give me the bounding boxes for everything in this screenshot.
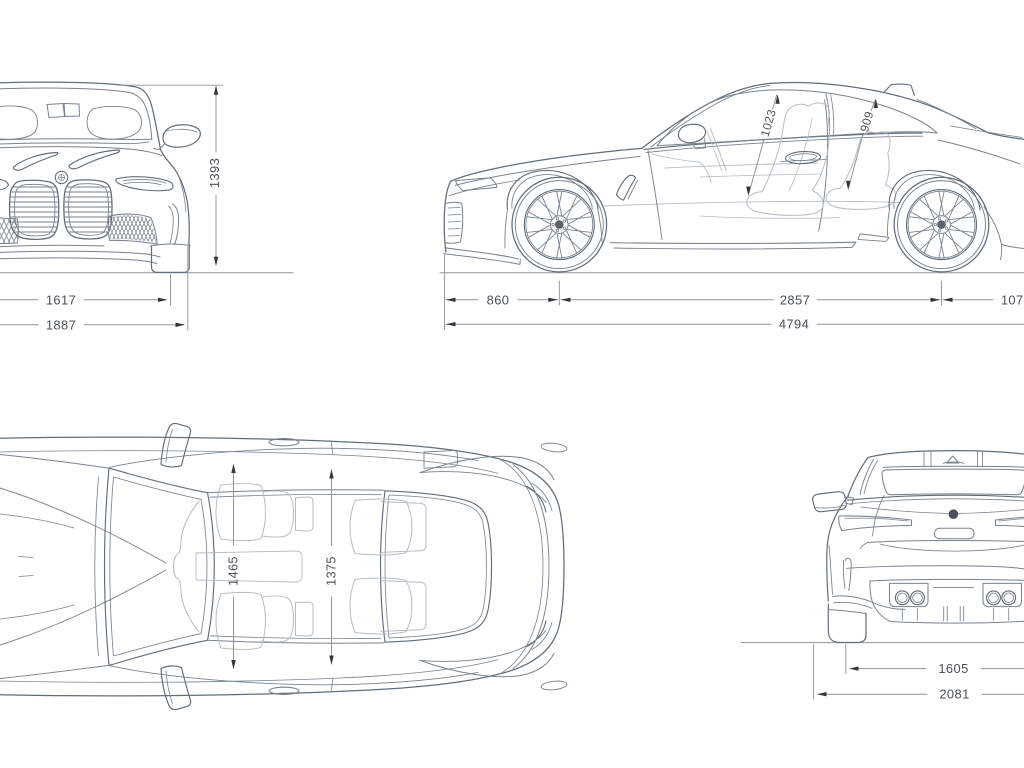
svg-text:1887: 1887 bbox=[46, 317, 76, 332]
svg-text:1617: 1617 bbox=[46, 292, 76, 307]
svg-text:1393: 1393 bbox=[207, 158, 222, 188]
svg-text:1375: 1375 bbox=[325, 556, 339, 586]
svg-text:4794: 4794 bbox=[779, 317, 809, 332]
svg-text:909: 909 bbox=[857, 110, 876, 134]
svg-text:2081: 2081 bbox=[939, 687, 969, 702]
svg-text:1605: 1605 bbox=[938, 661, 968, 676]
svg-text:860: 860 bbox=[487, 292, 510, 307]
svg-text:1077: 1077 bbox=[1001, 292, 1024, 307]
svg-text:2857: 2857 bbox=[780, 292, 810, 307]
svg-text:1465: 1465 bbox=[227, 556, 241, 586]
